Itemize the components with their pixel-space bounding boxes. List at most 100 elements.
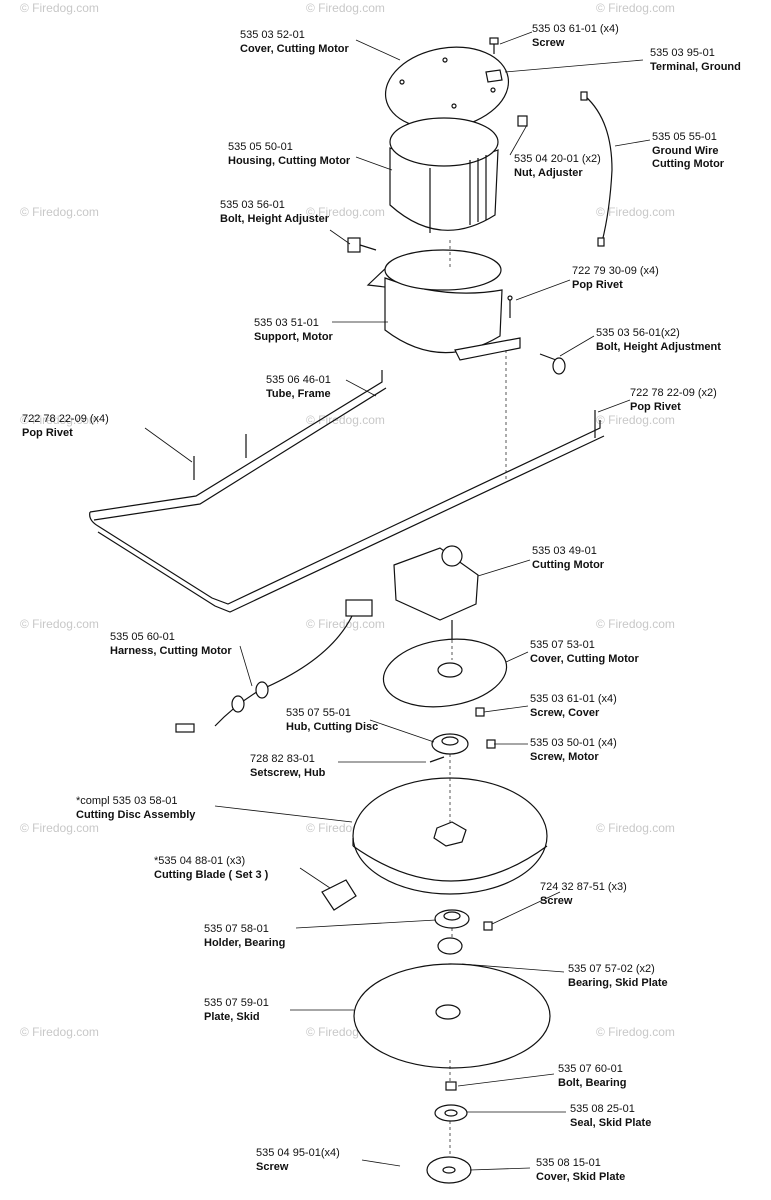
part-name-23: Holder, Bearing xyxy=(204,937,285,949)
part-name-28: Screw xyxy=(256,1161,289,1173)
part-number-23: 535 07 58-01 xyxy=(204,923,269,935)
part-name-29: Cover, Skid Plate xyxy=(536,1171,625,1183)
part-name-12: Pop Rivet xyxy=(22,427,73,439)
part-number-21: *535 04 88-01 (x3) xyxy=(154,855,245,867)
part-name-6: Bolt, Height Adjuster xyxy=(220,213,330,225)
part-number-13: 535 03 49-01 xyxy=(532,545,597,557)
part-name-24: Bearing, Skid Plate xyxy=(568,977,668,989)
part-name-0: Cover, Cutting Motor xyxy=(240,43,349,55)
part-name-21: Cutting Blade ( Set 3 ) xyxy=(154,869,269,881)
part-name-7: Pop Rivet xyxy=(572,279,623,291)
watermark-0: © Firedog.com xyxy=(20,1,99,15)
watermark-1: © Firedog.com xyxy=(306,1,385,15)
nut-adjuster-icon xyxy=(517,115,528,127)
part-number-0: 535 03 52-01 xyxy=(240,29,305,41)
part-number-9: 535 03 56-01(x2) xyxy=(596,327,680,339)
part-number-28: 535 04 95-01(x4) xyxy=(256,1147,340,1159)
part-number-27: 535 08 25-01 xyxy=(570,1103,635,1115)
part-name-15: Cover, Cutting Motor xyxy=(530,653,639,665)
bolt-height-adjustment-icon xyxy=(539,353,566,375)
part-name-18: Screw, Motor xyxy=(530,751,599,763)
watermark-layer: © Firedog.com © Firedog.com © Firedog.com ©… xyxy=(20,1,675,1039)
watermark-14: © Firedog.com xyxy=(596,821,675,835)
harness-cutting-motor xyxy=(175,599,373,733)
watermark-5: © Firedog.com xyxy=(596,205,675,219)
screw-blade-icon xyxy=(483,921,493,931)
part-name-10: Tube, Frame xyxy=(266,388,331,400)
plate-skid xyxy=(353,963,551,1069)
part-number-5: 535 05 55-01 xyxy=(652,131,717,143)
assembly-centerlines xyxy=(449,240,507,1157)
part-number-10: 535 06 46-01 xyxy=(266,374,331,386)
part-number-22: 724 32 87-51 (x3) xyxy=(540,881,627,893)
part-name-1: Screw xyxy=(532,37,565,49)
part-name-2: Terminal, Ground xyxy=(650,61,741,73)
part-number-14: 535 05 60-01 xyxy=(110,631,175,643)
part-name-5-line-1: Cutting Motor xyxy=(652,158,725,170)
part-number-20: *compl 535 03 58-01 xyxy=(76,795,178,807)
part-number-29: 535 08 15-01 xyxy=(536,1157,601,1169)
part-name-8: Support, Motor xyxy=(254,331,334,343)
part-name-26: Bolt, Bearing xyxy=(558,1077,626,1089)
part-number-1: 535 03 61-01 (x4) xyxy=(532,23,619,35)
part-number-2: 535 03 95-01 xyxy=(650,47,715,59)
part-name-9: Bolt, Height Adjustment xyxy=(596,341,721,353)
part-number-24: 535 07 57-02 (x2) xyxy=(568,963,655,975)
watermark-6: © Firedog.com xyxy=(20,413,99,427)
part-name-20: Cutting Disc Assembly xyxy=(76,809,196,821)
part-name-16: Screw, Cover xyxy=(530,707,600,719)
watermark-9: © Firedog.com xyxy=(20,617,99,631)
seal-skid-plate xyxy=(434,1104,468,1122)
cutting-blade-icon xyxy=(321,879,357,911)
cutting-disc-assembly xyxy=(352,777,548,895)
watermark-12: © Firedog.com xyxy=(20,821,99,835)
part-name-4: Nut, Adjuster xyxy=(514,167,583,179)
cutting-motor xyxy=(393,545,479,640)
part-name-3: Housing, Cutting Motor xyxy=(228,155,351,167)
holder-bearing xyxy=(434,909,470,929)
watermark-11: © Firedog.com xyxy=(596,617,675,631)
part-number-25: 535 07 59-01 xyxy=(204,997,269,1009)
housing-cutting-motor xyxy=(389,117,499,233)
part-number-6: 535 03 56-01 xyxy=(220,199,285,211)
part-name-25: Plate, Skid xyxy=(204,1011,260,1023)
part-number-12: 722 78 22-09 (x4) xyxy=(22,413,109,425)
support-motor xyxy=(366,249,521,361)
pop-rivet-mid-icon xyxy=(507,295,513,318)
watermark-10: © Firedog.com xyxy=(306,617,385,631)
watermark-17: © Firedog.com xyxy=(596,1025,675,1039)
watermark-7: © Firedog.com xyxy=(306,413,385,427)
part-number-17: 535 07 55-01 xyxy=(286,707,351,719)
pop-rivet-left-icon xyxy=(193,410,596,480)
part-name-27: Seal, Skid Plate xyxy=(570,1117,651,1129)
ground-wire-icon xyxy=(580,91,613,247)
part-number-3: 535 05 50-01 xyxy=(228,141,293,153)
hub-cutting-disc xyxy=(429,733,469,763)
part-number-8: 535 03 51-01 xyxy=(254,317,319,329)
part-name-22: Screw xyxy=(540,895,573,907)
tube-frame xyxy=(89,370,605,613)
bolt-height-adjuster-icon xyxy=(347,237,377,253)
part-number-26: 535 07 60-01 xyxy=(558,1063,623,1075)
part-number-11: 722 78 22-09 (x2) xyxy=(630,387,717,399)
watermark-8: © Firedog.com xyxy=(596,413,675,427)
part-name-13: Cutting Motor xyxy=(532,559,605,571)
part-name-14: Harness, Cutting Motor xyxy=(110,645,232,657)
screw-cover-icon xyxy=(475,707,496,749)
watermark-2: © Firedog.com xyxy=(596,1,675,15)
cover-cutting-motor-plate xyxy=(382,638,508,708)
part-number-4: 535 04 20-01 (x2) xyxy=(514,153,601,165)
part-number-18: 535 03 50-01 (x4) xyxy=(530,737,617,749)
cover-skid-plate xyxy=(426,1156,472,1184)
part-number-16: 535 03 61-01 (x4) xyxy=(530,693,617,705)
watermark-4: © Firedog.com xyxy=(306,205,385,219)
part-name-5-line-0: Ground Wire xyxy=(652,145,719,157)
bolt-bearing-icon xyxy=(445,1081,457,1091)
watermark-3: © Firedog.com xyxy=(20,205,99,219)
terminal-ground-icon xyxy=(485,69,503,83)
part-number-19: 728 82 83-01 xyxy=(250,753,315,765)
part-number-7: 722 79 30-09 (x4) xyxy=(572,265,659,277)
leader-lines xyxy=(144,31,651,1171)
